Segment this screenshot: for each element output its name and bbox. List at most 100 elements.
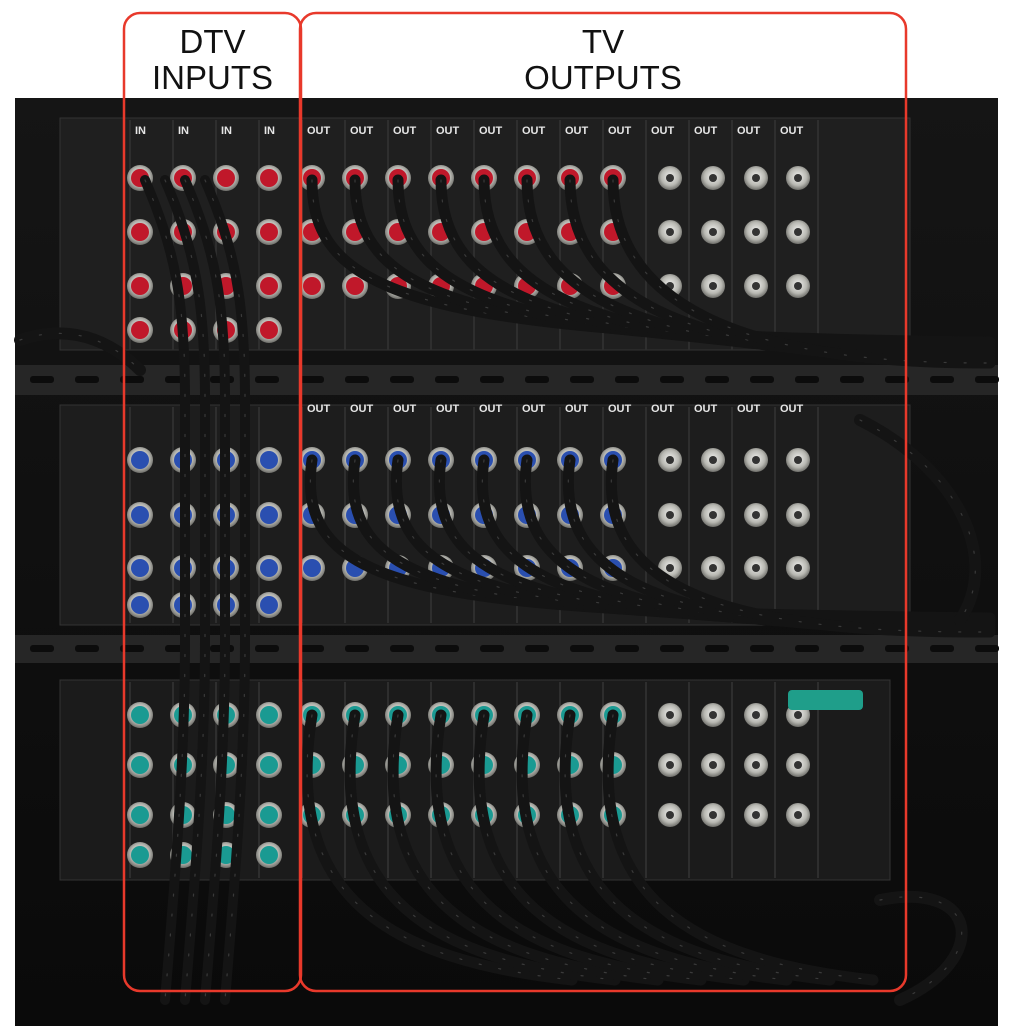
cable-boot <box>260 451 278 469</box>
cable <box>301 709 578 986</box>
cable <box>602 709 879 986</box>
out-panel-label: OUT <box>479 403 503 415</box>
cable-boot <box>217 169 235 187</box>
out-panel-label: OUT <box>694 125 718 137</box>
rail-slot <box>390 376 414 383</box>
cable-icon <box>14 174 996 1006</box>
bnc-pin <box>752 761 760 769</box>
out-panel-label: OUT <box>737 125 761 137</box>
cable-sheen <box>859 419 976 621</box>
dtv-label-line1: DTV <box>179 23 246 60</box>
bnc-pin <box>666 761 674 769</box>
out-panel-label: OUT <box>565 125 589 137</box>
out-panel-label: OUT <box>350 125 374 137</box>
bnc-pin <box>752 511 760 519</box>
bnc-pin <box>709 456 717 464</box>
cable-boot <box>260 277 278 295</box>
cable-boot <box>260 756 278 774</box>
bnc-pin <box>709 564 717 572</box>
bnc-pin <box>794 711 802 719</box>
cable <box>140 175 190 1005</box>
bnc-pin <box>794 761 802 769</box>
rail-slot <box>300 376 324 383</box>
in-panel-label: IN <box>264 125 275 137</box>
tv-outputs-box <box>298 11 908 993</box>
bnc-pin <box>794 811 802 819</box>
rail-slot <box>120 376 144 383</box>
out-panel-label: OUT <box>393 403 417 415</box>
bnc-pin <box>666 711 674 719</box>
out-panel-label: OUT <box>608 403 632 415</box>
bnc-pin <box>709 761 717 769</box>
out-panel-label: OUT <box>307 125 331 137</box>
out-panel-label: OUT <box>436 403 460 415</box>
bnc-pin <box>666 811 674 819</box>
bnc-pin <box>709 711 717 719</box>
out-panel-label: OUT <box>479 125 503 137</box>
rail-slot <box>345 376 369 383</box>
rail-slot <box>885 645 909 652</box>
rail-slot <box>525 376 549 383</box>
rail-slot <box>660 376 684 383</box>
rail-slot <box>435 645 459 652</box>
rail-slot <box>30 645 54 652</box>
rail-slot <box>750 645 774 652</box>
bnc-pin <box>794 282 802 290</box>
out-panel-label: OUT <box>608 125 632 137</box>
rail-slot <box>75 645 99 652</box>
cable-boot <box>131 506 149 524</box>
cable <box>516 709 793 986</box>
cable <box>605 454 996 638</box>
rail-slot <box>885 376 909 383</box>
rail-slot <box>300 645 324 652</box>
cable-boot <box>131 846 149 864</box>
cable <box>473 709 750 986</box>
cable <box>344 709 621 986</box>
cable <box>387 709 664 986</box>
cable-boot <box>260 846 278 864</box>
cable-boot <box>131 451 149 469</box>
rail-slot <box>930 645 954 652</box>
tv-outputs-label: TV OUTPUTS <box>300 24 906 96</box>
bnc-pin <box>666 564 674 572</box>
bnc-pin <box>709 811 717 819</box>
rail-slots <box>30 376 999 652</box>
cable-sheen <box>395 459 991 623</box>
out-panel-label: OUT <box>565 403 589 415</box>
bnc-pin <box>709 228 717 236</box>
cable-boot <box>131 321 149 339</box>
cable-boot <box>346 277 364 295</box>
out-panel-label: OUT <box>350 403 374 415</box>
out-panel-label: OUT <box>522 403 546 415</box>
bnc-pin <box>666 174 674 182</box>
rail-slot <box>705 645 729 652</box>
rail-slot <box>615 645 639 652</box>
bnc-pin <box>666 456 674 464</box>
out-panel-label: OUT <box>780 125 804 137</box>
cable-sheen <box>879 896 963 1001</box>
rail-slot <box>30 376 54 383</box>
rail-slot <box>345 645 369 652</box>
rail-slot <box>705 376 729 383</box>
cable-boot <box>260 223 278 241</box>
cable-boot <box>260 559 278 577</box>
rail-slot <box>255 376 279 383</box>
rail-slot <box>435 376 459 383</box>
tv-label-line1: TV <box>581 23 625 60</box>
cable <box>430 709 707 986</box>
out-panel-label: OUT <box>651 403 675 415</box>
rail-slot <box>840 645 864 652</box>
rail-slot <box>390 645 414 652</box>
dtv-label-line2: INPUTS <box>151 59 273 96</box>
dtv-inputs-label: DTV INPUTS <box>124 24 301 96</box>
out-panel-label: OUT <box>651 125 675 137</box>
cable-sheen <box>19 332 141 371</box>
cable-boot <box>260 169 278 187</box>
rail-slot <box>930 376 954 383</box>
cable <box>160 175 210 1005</box>
out-panel-label: OUT <box>737 403 761 415</box>
bnc-pin <box>709 174 717 182</box>
bnc-pin <box>709 282 717 290</box>
bnc-pin <box>794 511 802 519</box>
cable-boot <box>131 706 149 724</box>
